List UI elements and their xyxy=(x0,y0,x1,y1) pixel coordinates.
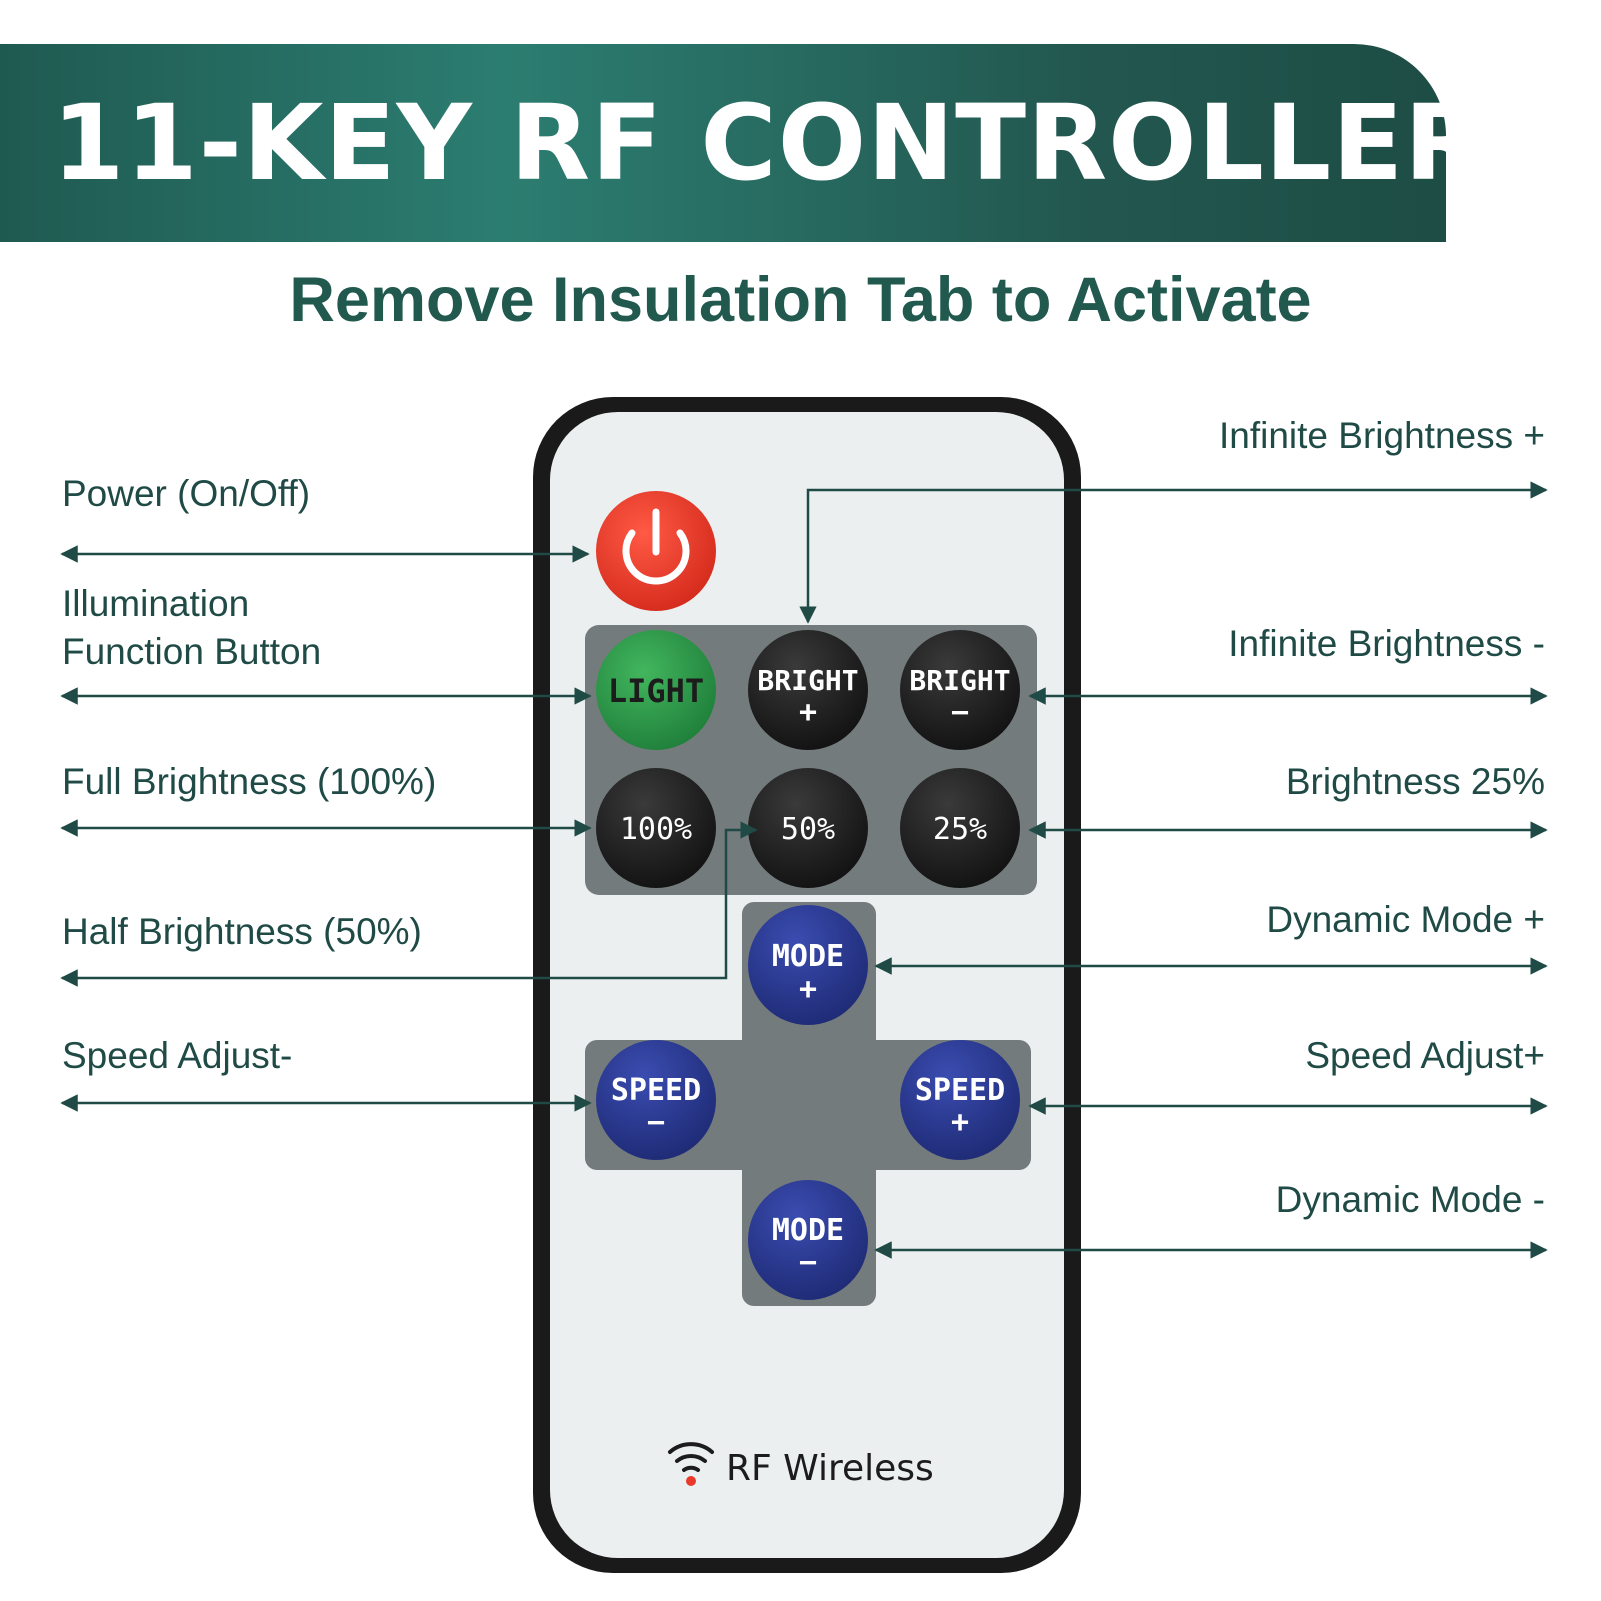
speed-plus-button[interactable]: SPEED + xyxy=(900,1040,1020,1160)
light-button-label: LIGHT xyxy=(608,672,704,710)
callout-50 xyxy=(60,821,758,987)
mode-minus-sign: − xyxy=(799,1245,817,1280)
light-button[interactable]: LIGHT xyxy=(596,630,716,750)
mode-plus-label: MODE xyxy=(772,939,844,974)
speed-minus-sign: − xyxy=(647,1105,665,1140)
subtitle: Remove Insulation Tab to Activate xyxy=(289,265,1312,335)
mode-minus-button[interactable]: MODE − xyxy=(748,1180,868,1300)
bright-plus-button[interactable]: BRIGHT + xyxy=(748,630,868,750)
brightness-50-button[interactable]: 50% xyxy=(748,768,868,888)
label-power: Power (On/Off) xyxy=(62,473,311,514)
brightness-100-label: 100% xyxy=(620,812,692,847)
page-title: 11-KEY RF CONTROLLER xyxy=(52,82,1486,204)
bright-minus-label: BRIGHT xyxy=(909,664,1010,697)
label-illumination-line2: Function Button xyxy=(62,631,322,672)
label-brightness-25: Brightness 25% xyxy=(1285,761,1545,802)
brightness-25-label: 25% xyxy=(933,812,987,847)
mode-plus-sign: + xyxy=(799,972,817,1007)
label-infinite-plus: Infinite Brightness + xyxy=(1219,415,1545,456)
power-button[interactable] xyxy=(596,491,716,611)
mode-minus-label: MODE xyxy=(772,1213,844,1248)
wifi-icon xyxy=(668,1442,714,1486)
callout-lines xyxy=(60,481,1548,1259)
bright-minus-button[interactable]: BRIGHT − xyxy=(900,630,1020,750)
brand-label: RF Wireless xyxy=(726,1448,934,1489)
bright-plus-label: BRIGHT xyxy=(757,664,858,697)
label-mode-minus: Dynamic Mode - xyxy=(1275,1179,1545,1220)
label-mode-plus: Dynamic Mode + xyxy=(1266,899,1545,940)
label-full-brightness: Full Brightness (100%) xyxy=(62,761,437,802)
label-speed-plus: Speed Adjust+ xyxy=(1305,1035,1545,1076)
label-speed-minus: Speed Adjust- xyxy=(62,1035,293,1076)
label-illumination-line1: Illumination xyxy=(62,583,250,624)
bright-minus-sign: − xyxy=(951,695,969,730)
bright-plus-sign: + xyxy=(799,695,817,730)
speed-plus-sign: + xyxy=(951,1105,969,1140)
speed-plus-label: SPEED xyxy=(915,1073,1005,1108)
speed-minus-label: SPEED xyxy=(611,1073,701,1108)
brightness-50-label: 50% xyxy=(781,812,835,847)
callout-bright-plus xyxy=(799,481,1548,624)
power-icon xyxy=(622,508,690,585)
speed-minus-button[interactable]: SPEED − xyxy=(596,1040,716,1160)
brightness-100-button[interactable]: 100% xyxy=(596,768,716,888)
title-banner: 11-KEY RF CONTROLLER xyxy=(0,44,1484,242)
mode-plus-button[interactable]: MODE + xyxy=(748,905,868,1025)
label-infinite-minus: Infinite Brightness - xyxy=(1228,623,1545,664)
brightness-25-button[interactable]: 25% xyxy=(900,768,1020,888)
